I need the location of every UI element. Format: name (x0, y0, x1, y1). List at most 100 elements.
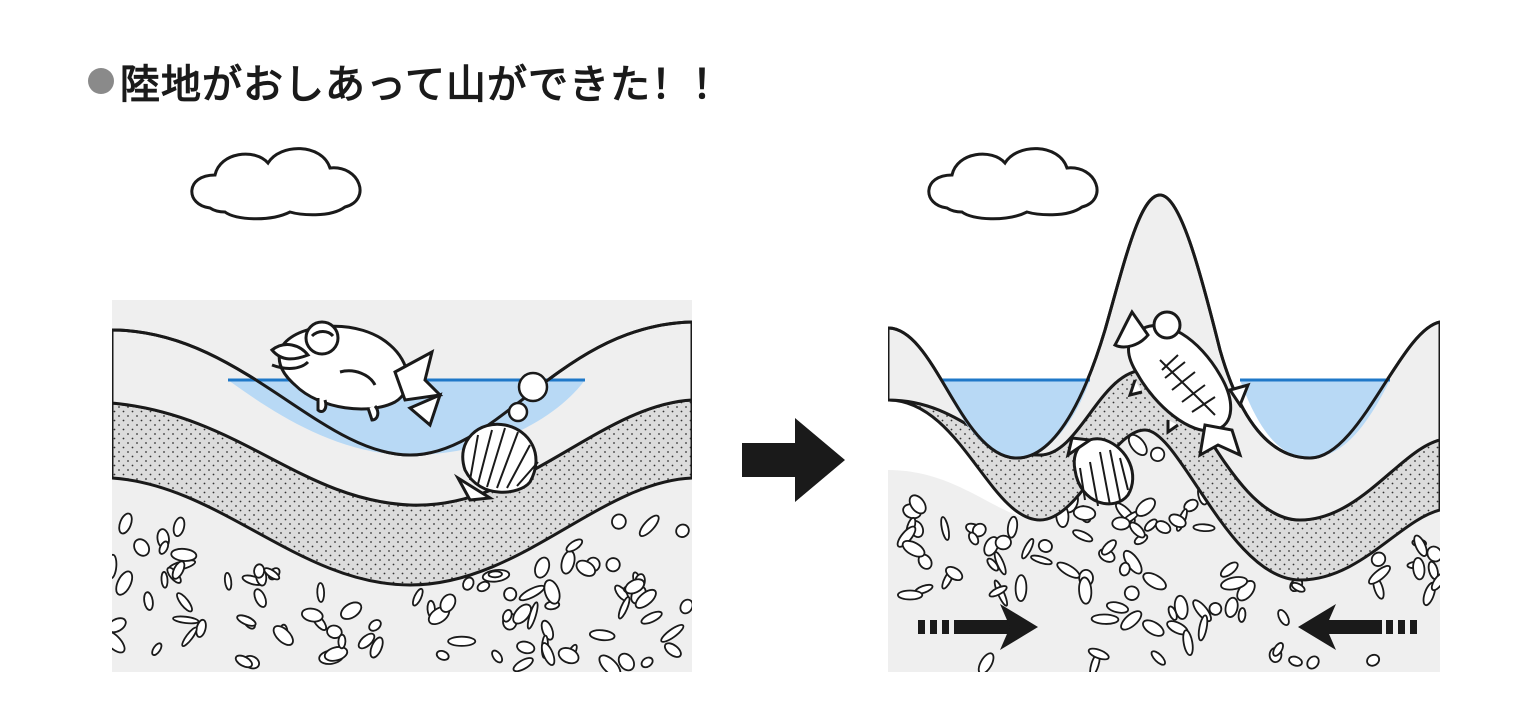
pebble (340, 601, 363, 620)
pebble (316, 582, 326, 603)
pebble (223, 571, 233, 591)
pebble (112, 553, 118, 580)
pebble (369, 636, 384, 659)
pebble (1120, 610, 1143, 631)
pebble (172, 516, 186, 537)
pebble (1224, 596, 1239, 618)
pebble (1197, 614, 1209, 642)
pebble (1272, 642, 1284, 657)
pebble (253, 563, 266, 579)
pebble (160, 571, 169, 589)
pebble (1072, 529, 1094, 543)
pebble (439, 593, 457, 613)
pebble (253, 588, 267, 608)
pebble (940, 516, 950, 541)
pebble (512, 603, 532, 625)
pebble (994, 534, 1012, 551)
pebble (1168, 513, 1187, 529)
pebble (624, 578, 646, 595)
pebble (617, 596, 631, 620)
pebble (112, 617, 127, 634)
pebble (462, 576, 475, 591)
pebble (1014, 574, 1028, 602)
pebble (1037, 539, 1053, 553)
pebble (1413, 534, 1428, 557)
pebble (660, 624, 685, 643)
pebble (263, 567, 281, 581)
pebble (1167, 605, 1178, 621)
pebble (1150, 446, 1166, 463)
cloud-icon (927, 147, 1099, 221)
pebble (540, 642, 556, 666)
pebble (337, 633, 347, 650)
pebble (638, 514, 660, 537)
pebble (901, 540, 926, 558)
pebble (1072, 505, 1097, 521)
pebble (993, 551, 1007, 576)
fish-icon (269, 320, 444, 428)
pebble (1150, 650, 1166, 666)
pebble-layer (888, 430, 1440, 672)
pebble (412, 587, 424, 607)
pebble (1277, 609, 1290, 626)
pebble (1306, 655, 1320, 670)
pebble (1006, 515, 1019, 539)
pebble (977, 652, 995, 672)
pebble (1118, 561, 1131, 577)
title-row: 陸地がおしあって山ができた！！ (88, 52, 733, 110)
pebble (1078, 576, 1093, 605)
pebble (634, 588, 657, 609)
pebble (1100, 539, 1117, 556)
fish-fossil-icon (1112, 309, 1251, 458)
pebble (679, 598, 692, 615)
pebble (617, 652, 635, 672)
pebble (1123, 585, 1140, 601)
pebble (1220, 576, 1249, 591)
bubbles-icon (507, 371, 549, 423)
pebble (598, 654, 622, 672)
pebble (1142, 619, 1165, 637)
pebbles (896, 434, 1440, 672)
pebble (236, 614, 257, 627)
pebble (1143, 518, 1158, 532)
pebble (1370, 551, 1387, 567)
pebble (1135, 497, 1156, 517)
pebble (1290, 581, 1306, 593)
pebble (447, 635, 477, 647)
pebble (1412, 556, 1426, 581)
pebble (1288, 655, 1303, 667)
pebble (896, 525, 917, 548)
panel-after (888, 180, 1440, 672)
cloud-icon (190, 147, 362, 221)
pebble (172, 615, 200, 625)
pebble (1366, 653, 1381, 667)
pebble (1056, 561, 1081, 579)
pebble (557, 647, 580, 665)
pebble (588, 629, 616, 642)
pebble (143, 591, 154, 611)
pebble (323, 646, 349, 662)
scallop-shell-icon (453, 422, 539, 502)
pebble (357, 632, 376, 650)
pebble (115, 570, 134, 596)
page-title: 陸地がおしあって山ができた！！ (120, 62, 733, 108)
pebble (1087, 647, 1110, 661)
pebble (988, 585, 1008, 598)
pebble (575, 559, 597, 577)
pebble (158, 540, 170, 555)
pebble (503, 587, 518, 602)
pebble (301, 607, 324, 623)
pebble (605, 557, 621, 573)
pebble (1111, 516, 1131, 531)
pebble (896, 589, 924, 601)
pebble (968, 531, 980, 546)
scallop-shell-icon (1065, 436, 1135, 507)
pebble (986, 557, 1000, 572)
pebble (526, 601, 539, 630)
pebble (171, 560, 186, 580)
sea-water-right (1240, 380, 1390, 458)
pebble (565, 538, 584, 553)
pebble (945, 565, 964, 582)
pebble (663, 642, 682, 658)
